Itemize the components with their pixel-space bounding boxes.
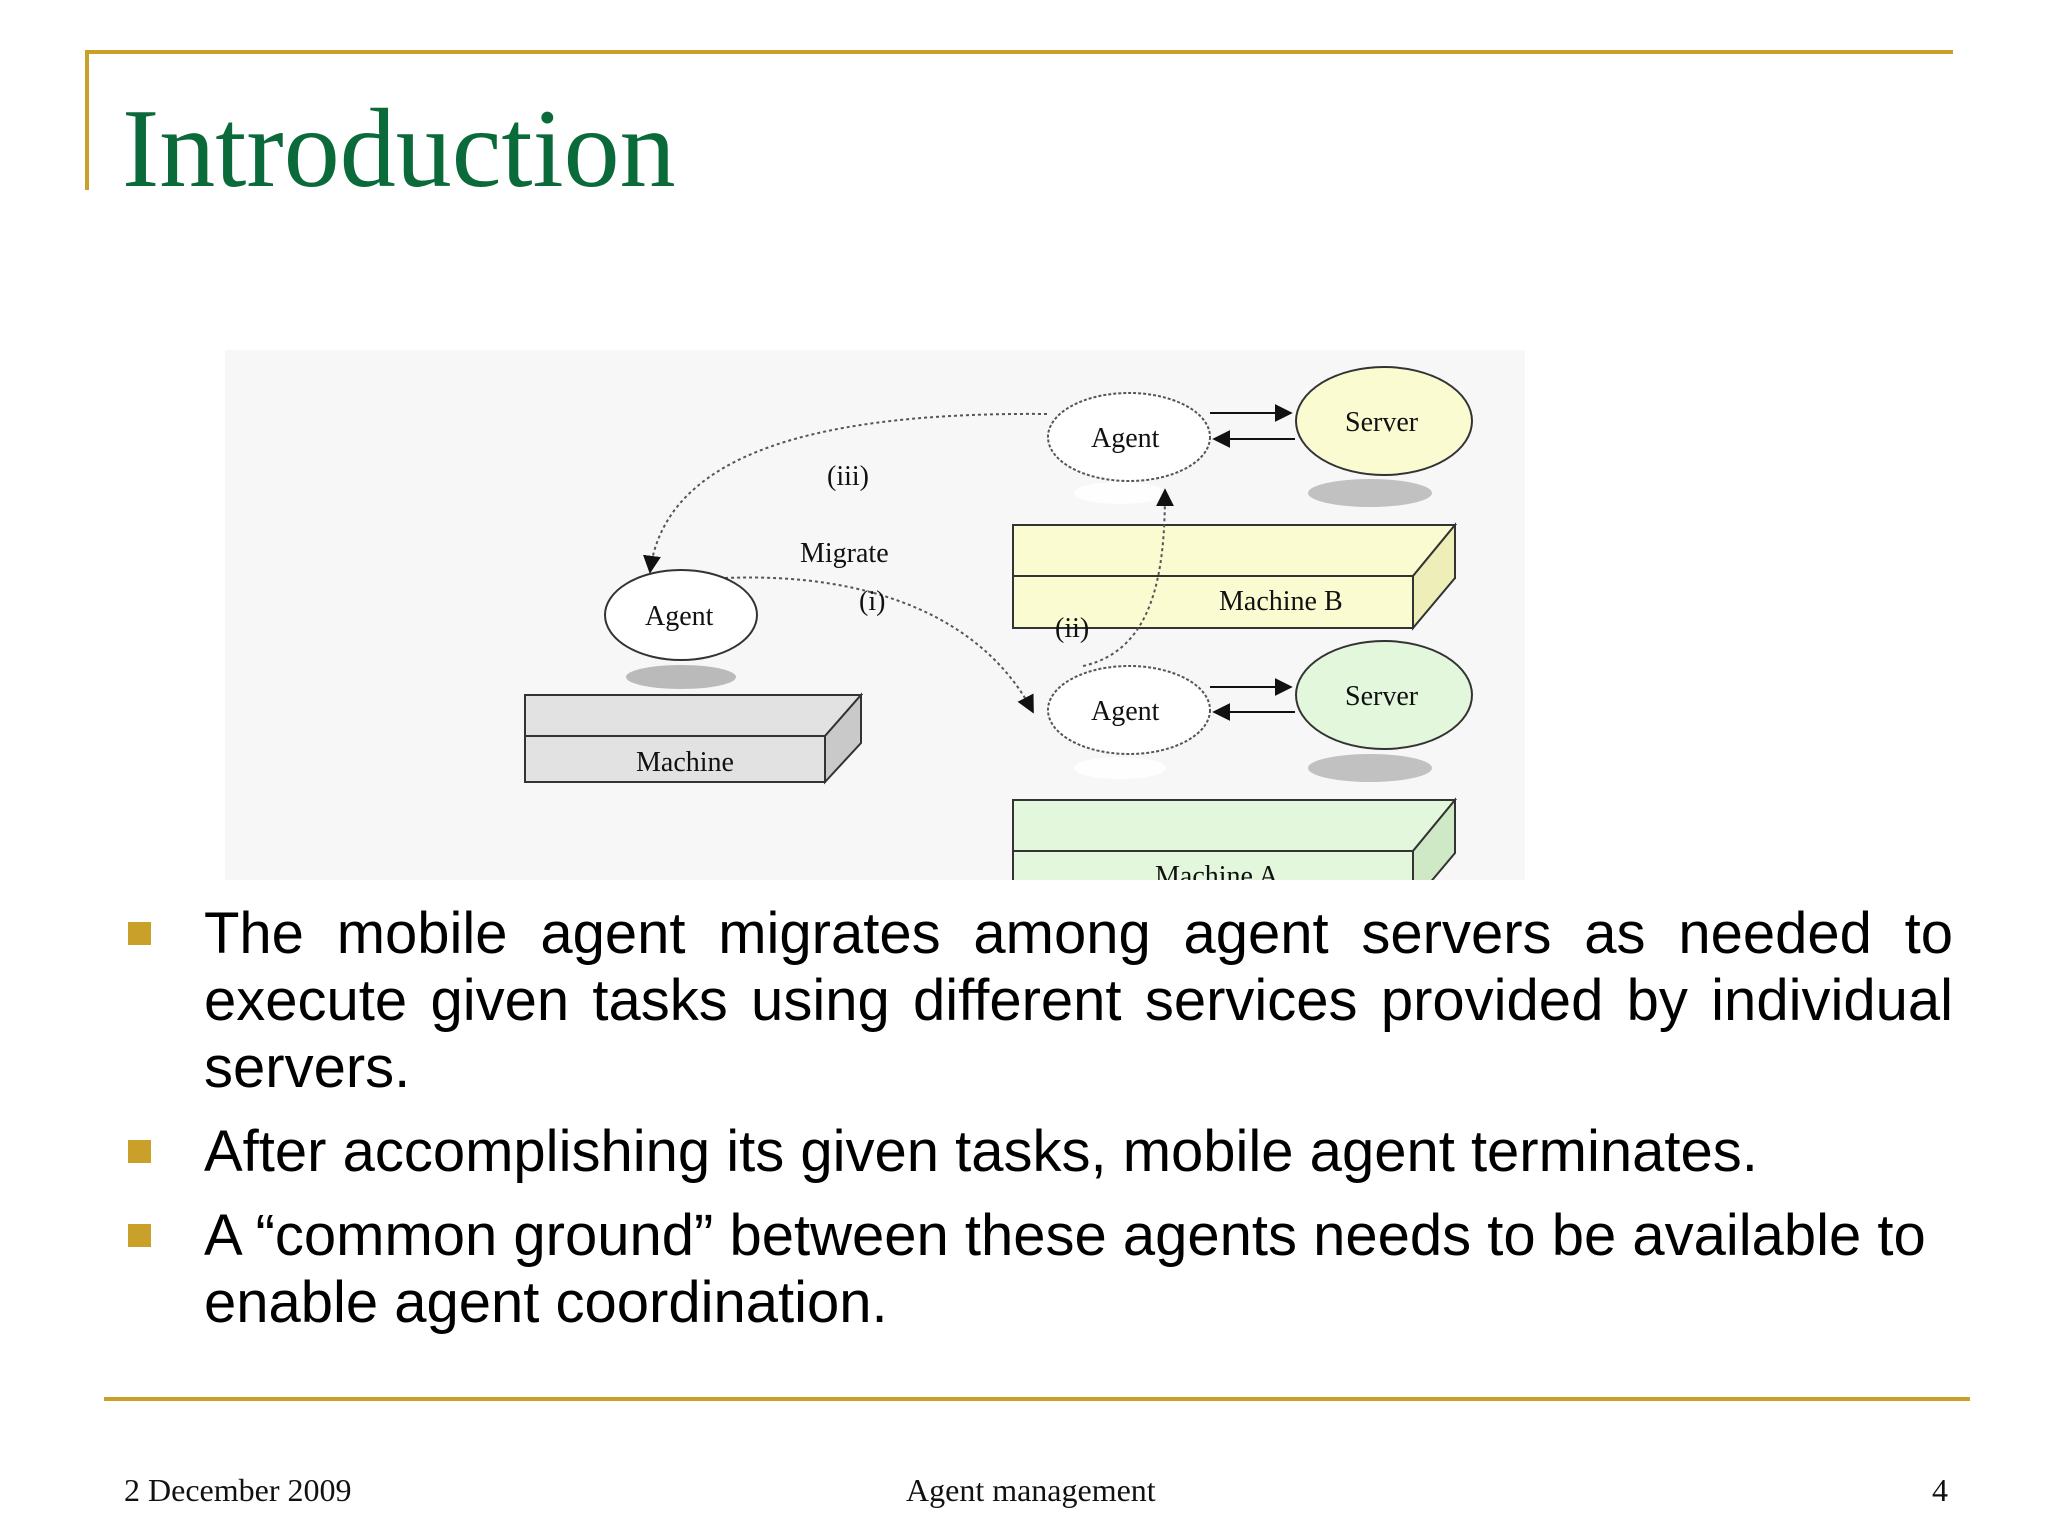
square-bullet-icon	[128, 1224, 151, 1247]
footer-topic: Agent management	[906, 1472, 1156, 1508]
machine-left-label: Machine	[636, 747, 734, 778]
bullet-text: After accomplishing its given tasks, mob…	[204, 1119, 1758, 1184]
machine-b-label: Machine B	[1219, 586, 1343, 617]
bullet-text: The mobile agent migrates among agent se…	[204, 901, 1953, 1100]
slide-title: Introduction	[122, 87, 676, 211]
square-bullet-icon	[128, 922, 151, 945]
machine-a-label: Machine A	[1155, 861, 1279, 880]
mobile-agent-diagram: Machine B Machine A Machine Agent	[225, 350, 1525, 880]
agent-a-label: Agent	[1091, 696, 1160, 727]
bottom-rule	[104, 1397, 1970, 1401]
server-a-label: Server	[1345, 681, 1419, 712]
step-i-label: (i)	[859, 586, 885, 617]
top-rule-horizontal	[85, 50, 1953, 54]
arrow-i	[724, 576, 1034, 714]
top-rule-vertical	[85, 50, 89, 190]
server-b-node	[1295, 366, 1473, 476]
agent-left-node	[604, 569, 758, 661]
step-iii-label: (iii)	[827, 461, 869, 492]
migrate-label: Migrate	[800, 538, 889, 569]
bullet-list: The mobile agent migrates among agent se…	[128, 900, 1953, 1353]
bullet-item: After accomplishing its given tasks, mob…	[128, 1118, 1953, 1185]
server-b-label: Server	[1345, 407, 1419, 438]
agent-b-label: Agent	[1091, 423, 1160, 454]
diagram-svg: Machine B Machine A Machine Agent	[524, 366, 1473, 880]
bullet-text: A “common ground” between these agents n…	[204, 1203, 1926, 1335]
machine-b: Machine B	[1012, 479, 1458, 631]
step-ii-label: (ii)	[1055, 613, 1089, 644]
agent-b-node	[1047, 392, 1211, 482]
arrow-ii	[1082, 488, 1174, 667]
bullet-item: A “common ground” between these agents n…	[128, 1202, 1953, 1336]
agent-a-node	[1047, 665, 1211, 755]
arrow-iii	[643, 412, 1048, 574]
machine-a: Machine A	[1012, 754, 1458, 880]
footer-page-number: 4	[1932, 1472, 1948, 1508]
agent-left-label: Agent	[645, 601, 714, 632]
square-bullet-icon	[128, 1140, 151, 1163]
server-a-node	[1295, 640, 1473, 750]
footer-date: 2 December 2009	[124, 1472, 352, 1508]
machine-left: Machine	[524, 665, 864, 785]
bullet-item: The mobile agent migrates among agent se…	[128, 900, 1953, 1101]
